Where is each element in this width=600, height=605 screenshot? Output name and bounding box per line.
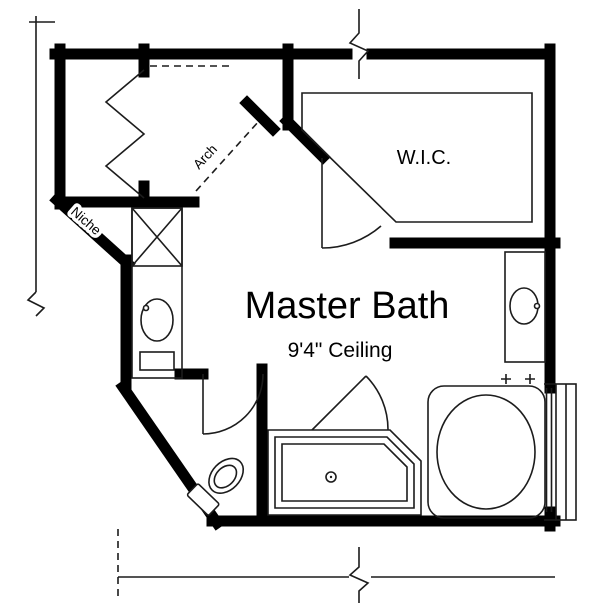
window-glazing-lines <box>545 388 553 512</box>
window-icon <box>544 383 577 521</box>
shower-curb-line-1 <box>274 436 415 509</box>
toilet-bowl-inner <box>213 464 238 489</box>
toilet-door-arc <box>202 373 264 435</box>
window-sill-ticks <box>544 383 567 521</box>
reference-lines <box>26 9 555 603</box>
linen-cabinet-x-icon <box>131 207 183 267</box>
wall-wic-door-jamb <box>279 113 331 165</box>
vanity-left <box>131 207 183 379</box>
break-symbol-bottom <box>348 547 370 603</box>
sink-left-icon <box>140 298 174 342</box>
toilet-door-swing <box>202 373 264 435</box>
vanity-left-drawer <box>139 351 175 371</box>
shower-door-arc <box>365 375 389 431</box>
plan-title: Master Bath <box>245 285 450 327</box>
vanity-right <box>504 251 546 363</box>
wic-door-swing <box>321 158 382 249</box>
shower-drain-dot <box>329 475 333 479</box>
bathtub-deck <box>427 385 546 519</box>
tub-faucet-cross-icons <box>501 374 535 384</box>
break-symbol-left <box>26 291 46 317</box>
bathtub-basin <box>436 394 536 510</box>
ceiling-height-label: 9'4" Ceiling <box>288 339 393 362</box>
shower-drain-icon <box>325 471 337 483</box>
bifold-door-icon <box>104 69 146 199</box>
shower-door-leaf <box>311 375 367 431</box>
toilet-icon <box>186 457 245 516</box>
bathtub-icon <box>427 374 546 519</box>
wic-shelf-outline <box>301 92 533 223</box>
wic-room-label: W.I.C. <box>397 147 451 169</box>
toilet-tank <box>186 483 220 516</box>
wall-niche-diagonal <box>49 192 136 272</box>
sink-left-faucet-icon <box>142 304 150 312</box>
vanity-right-counter <box>504 251 546 363</box>
sink-right-faucet-icon <box>533 302 541 310</box>
wic-door-arc <box>321 225 382 249</box>
linen-cabinet-icon <box>131 207 183 267</box>
shower-outline <box>267 429 422 516</box>
shower-curb-line-2 <box>281 443 408 502</box>
walls-group <box>49 43 561 532</box>
dashed-arch-line <box>195 120 260 192</box>
dashed-lines <box>117 65 260 601</box>
break-symbol-top <box>348 9 370 79</box>
shower-icon <box>267 375 422 516</box>
wall-arch-jamb <box>239 95 281 137</box>
fixtures-group <box>26 9 577 603</box>
